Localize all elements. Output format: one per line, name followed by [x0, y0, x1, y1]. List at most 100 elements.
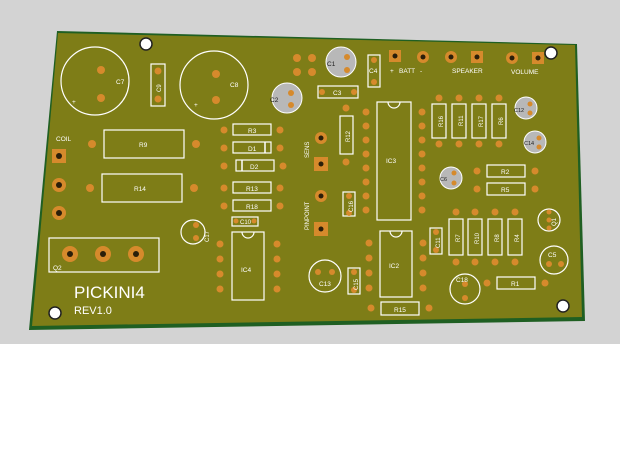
c4-outline: [367, 54, 381, 88]
pad: [491, 258, 499, 266]
pad: [435, 140, 443, 148]
ic4-outline: [231, 231, 265, 301]
pad-hole: [318, 193, 324, 199]
pad: [419, 269, 427, 277]
q2-label: Q2: [53, 265, 62, 272]
capacitor-c11: C11: [429, 227, 443, 255]
pad: [216, 255, 224, 263]
pad: [342, 158, 350, 166]
pad: [329, 269, 335, 275]
pad: [452, 208, 460, 216]
pad: [558, 261, 564, 267]
r1-label: R1: [511, 281, 520, 288]
d1-label: D1: [248, 146, 257, 153]
pad: [418, 108, 426, 116]
capacitor-c5: C5: [539, 245, 569, 275]
d2-label: D2: [250, 164, 259, 171]
mounting-hole: [544, 46, 558, 60]
pad: [418, 164, 426, 172]
pad: [276, 202, 284, 210]
pad: [483, 279, 491, 287]
pad: [419, 254, 427, 262]
pad-hole: [318, 161, 324, 167]
capacitor-c1: C1: [325, 46, 357, 78]
pad: [212, 70, 220, 78]
pad-hole: [100, 251, 106, 257]
board-revision: REV1.0: [74, 305, 112, 317]
pad: [233, 218, 239, 224]
pad: [455, 94, 463, 102]
ic2-label: IC2: [389, 263, 400, 270]
r9-outline: [103, 129, 185, 159]
r8-outline: [487, 218, 503, 256]
pad: [471, 258, 479, 266]
pad: [475, 140, 483, 148]
pad: [451, 170, 457, 176]
pad: [288, 90, 294, 96]
c5-outline: [539, 245, 569, 275]
c10-label: C10: [240, 220, 252, 226]
pad: [425, 304, 433, 312]
ic3-pads-right: [418, 108, 426, 214]
pad: [342, 104, 350, 112]
pad-hole: [318, 135, 324, 141]
capacitor-c13: C13: [308, 259, 342, 293]
pad: [273, 255, 281, 263]
capacitor-c2: C2: [270, 82, 303, 114]
pad: [220, 144, 228, 152]
pad: [344, 54, 350, 60]
pad: [97, 94, 105, 102]
pad: [452, 258, 460, 266]
r6-label: R6: [499, 117, 505, 125]
pad: [433, 229, 439, 235]
r7-outline: [448, 218, 464, 256]
pcb-board: [32, 33, 582, 326]
ic3: IC3: [362, 101, 426, 221]
q1-label: Q1: [552, 217, 558, 226]
c4-label: C4: [369, 68, 378, 75]
pad: [279, 162, 287, 170]
resistor-r14: R14: [86, 173, 198, 203]
pad: [455, 140, 463, 148]
pad: [273, 285, 281, 293]
pad: [546, 209, 552, 215]
c8-plus: +: [194, 102, 198, 109]
pad: [308, 68, 316, 76]
r2-outline: [486, 164, 526, 178]
pad: [546, 217, 552, 223]
pad: [346, 193, 352, 199]
pad: [362, 164, 370, 172]
d2-outline: [235, 159, 275, 172]
pad-hole: [56, 153, 62, 159]
r8-label: R8: [495, 234, 501, 242]
pad: [190, 184, 198, 192]
r2-label: R2: [501, 169, 510, 176]
pad: [97, 66, 105, 74]
pad: [473, 185, 481, 193]
batt-plus: +: [390, 68, 394, 75]
diode-d2: D2: [220, 159, 287, 172]
r17-outline: [471, 103, 487, 139]
pad: [193, 222, 199, 228]
mounting-hole: [48, 306, 62, 320]
c18-outline: [449, 273, 481, 305]
pad: [193, 235, 199, 241]
pad: [475, 94, 483, 102]
pad: [536, 144, 542, 150]
capacitor-c6: C6: [439, 166, 463, 190]
pad: [491, 208, 499, 216]
capacitor-c16: C16: [342, 191, 356, 217]
resistor-r11: R11: [451, 94, 467, 148]
pad: [351, 269, 357, 275]
white-backdrop: [0, 344, 620, 460]
capacitor-c12: C12: [514, 96, 538, 120]
pad: [418, 206, 426, 214]
pad: [531, 167, 539, 175]
pad: [216, 240, 224, 248]
pad: [216, 285, 224, 293]
ic4-label: IC4: [241, 267, 252, 274]
capacitor-c8: + C8: [179, 50, 249, 120]
pad: [351, 89, 357, 95]
pad: [451, 180, 457, 186]
